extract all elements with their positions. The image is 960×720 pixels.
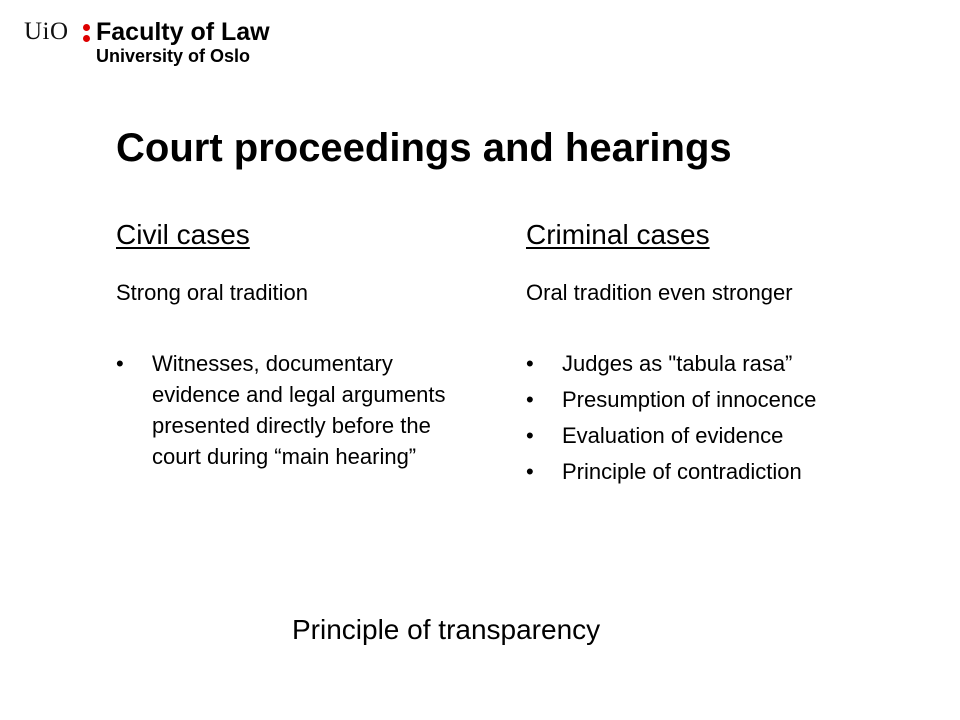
list-item: Principle of contradiction [526,456,926,488]
list-item: Presumption of innocence [526,384,926,416]
faculty-name: Faculty of Law [96,18,270,46]
criminal-cases-column: Criminal cases Oral tradition even stron… [526,214,926,492]
civil-cases-heading: Civil cases [116,219,250,250]
criminal-bullet-list: Judges as "tabula rasa” Presumption of i… [526,348,926,488]
criminal-cases-subtitle: Oral tradition even stronger [526,280,793,305]
university-name: University of Oslo [96,46,251,66]
criminal-cases-heading: Criminal cases [526,219,710,250]
list-item: Judges as "tabula rasa” [526,348,926,380]
logo-uio-text: UiO [24,18,69,45]
slide-title: Court proceedings and hearings [116,126,732,170]
civil-cases-column: Civil cases Strong oral tradition Witnes… [116,214,496,472]
civil-cases-subtitle: Strong oral tradition [116,280,308,305]
footer-principle: Principle of transparency [292,614,601,645]
list-item: Evaluation of evidence [526,420,926,452]
civil-bullet-list: Witnesses, documentary evidence and lega… [116,348,496,472]
logo-colon-icon [83,24,91,44]
list-item: Witnesses, documentary evidence and lega… [116,348,452,472]
